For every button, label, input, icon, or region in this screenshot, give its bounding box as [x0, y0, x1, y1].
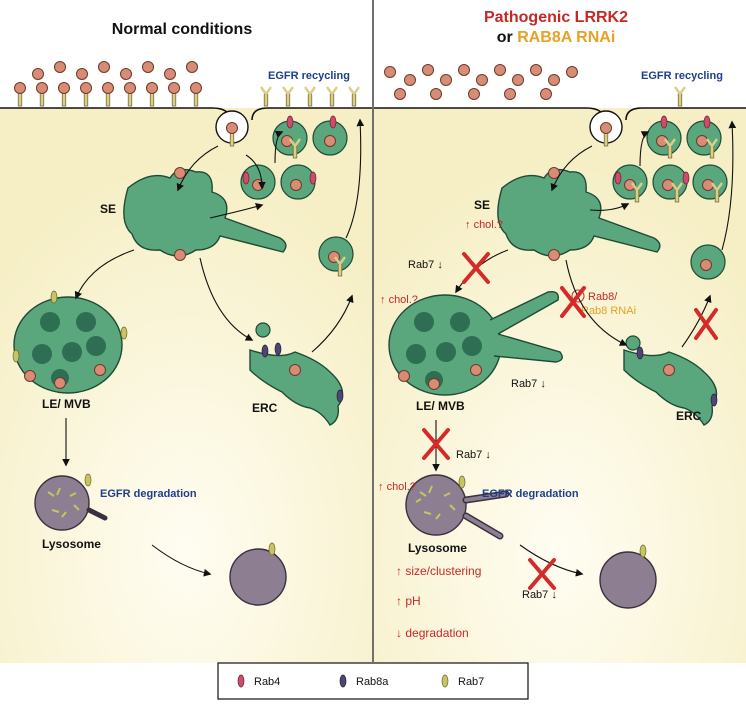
effect-3-text: degradation	[405, 626, 468, 640]
effect-3-arrow: ↓	[396, 626, 402, 640]
right-mvb-label: LE/ MVB	[416, 399, 465, 413]
right-rab7-lyso-out-text: Rab7	[522, 589, 548, 601]
cross-se-to-mvb	[462, 252, 490, 284]
left-lysosome-label: Lysosome	[42, 537, 101, 551]
right-rab7-mvb: Rab7 ↓	[511, 378, 546, 390]
right-endocytic-pit	[589, 110, 623, 148]
legend-item-rab4: Rab4	[237, 674, 280, 688]
cross-erc-to-recycling	[694, 308, 718, 340]
right-sorting-endosome	[497, 167, 661, 261]
effect-2-arrow: ↑	[396, 594, 402, 608]
right-degraded-lysosome	[599, 544, 657, 609]
right-erc-label: ERC	[676, 409, 702, 423]
right-mvb	[388, 290, 563, 396]
right-lyso-chol-text: chol.?	[387, 481, 416, 493]
left-membrane-receptors	[13, 82, 361, 108]
rab8-rnai-label: Rab8 RNAi	[581, 305, 636, 317]
inhibition-crosses	[422, 252, 718, 590]
right-se-chol: ↑ chol.?	[465, 219, 503, 231]
right-title-rnai: RAB8A RNAi	[517, 29, 615, 46]
legend-rab8a-label: Rab8a	[356, 676, 389, 688]
left-recycling-label: EGFR recycling	[268, 70, 350, 82]
right-membrane-receptors	[673, 85, 687, 108]
left-degradation-label: EGFR degradation	[100, 488, 197, 500]
right-recycling-label: EGFR recycling	[641, 70, 723, 82]
rab8a-swatch	[339, 674, 347, 688]
left-degraded-lysosome	[229, 542, 287, 606]
left-pathway-arrows	[62, 118, 365, 577]
right-lysosome-label: Lysosome	[408, 541, 467, 555]
cross-se-to-erc	[560, 286, 586, 318]
cross-lysosome-out	[528, 558, 556, 590]
left-lysosome	[34, 473, 108, 531]
right-mvb-chol-text: chol.?	[389, 294, 418, 306]
left-sorting-endosome	[123, 167, 287, 261]
right-rab7-lyso-in: Rab7 ↓	[456, 449, 491, 461]
effect-2: ↑ pH	[396, 594, 421, 608]
legend-rab7-label: Rab7	[458, 676, 484, 688]
left-erc-label: ERC	[252, 401, 278, 415]
left-mvb-label: LE/ MVB	[42, 397, 91, 411]
right-title-or: or	[497, 29, 517, 46]
right-rab7-se-text: Rab7	[408, 259, 434, 271]
legend-rab4-label: Rab4	[254, 676, 280, 688]
left-endocytic-pit	[215, 110, 249, 148]
rab7-swatch	[441, 674, 449, 688]
right-title-line1: Pathogenic LRRK2	[484, 9, 628, 26]
cross-mvb-to-lysosome	[422, 428, 450, 460]
right-lysosome	[405, 474, 510, 540]
right-free-ligands	[384, 64, 578, 100]
right-rab7-lyso-out: Rab7 ↓	[522, 589, 557, 601]
left-title: Normal conditions	[112, 21, 253, 38]
right-rab7-lyso-in-text: Rab7	[456, 449, 482, 461]
right-mvb-chol: ↑ chol.?	[380, 294, 418, 306]
legend-item-rab7: Rab7	[441, 674, 484, 688]
left-se-label: SE	[100, 202, 116, 216]
effect-1-arrow: ↑	[396, 564, 402, 578]
right-rab7-se: Rab7 ↓	[408, 259, 443, 271]
right-degradation-label: EGFR degradation	[482, 488, 579, 500]
left-free-ligands	[32, 61, 198, 80]
left-mvb	[12, 290, 128, 394]
right-se-label: SE	[474, 198, 490, 212]
left-erc	[249, 322, 344, 426]
effect-2-text: pH	[405, 594, 420, 608]
effect-1: ↑ size/clustering	[396, 564, 481, 578]
effect-3: ↓ degradation	[396, 626, 469, 640]
right-lyso-chol: ↑ chol.?	[378, 481, 416, 493]
legend-item-rab8a: Rab8a	[339, 674, 389, 688]
right-title-line2: or RAB8A RNAi	[497, 29, 616, 46]
right-rab7-mvb-text: Rab7	[511, 378, 537, 390]
rab8-label: Rab8/	[588, 291, 618, 303]
right-lysosome-effects: ↑ size/clustering ↑ pH ↓ degradation	[396, 564, 481, 640]
legend: Rab4 Rab8a Rab7	[217, 662, 529, 700]
rab4-swatch	[237, 674, 245, 688]
right-se-chol-text: chol.?	[474, 219, 503, 231]
right-return-vesicle	[690, 244, 726, 280]
effect-1-text: size/clustering	[405, 564, 481, 578]
right-erc	[623, 335, 718, 426]
